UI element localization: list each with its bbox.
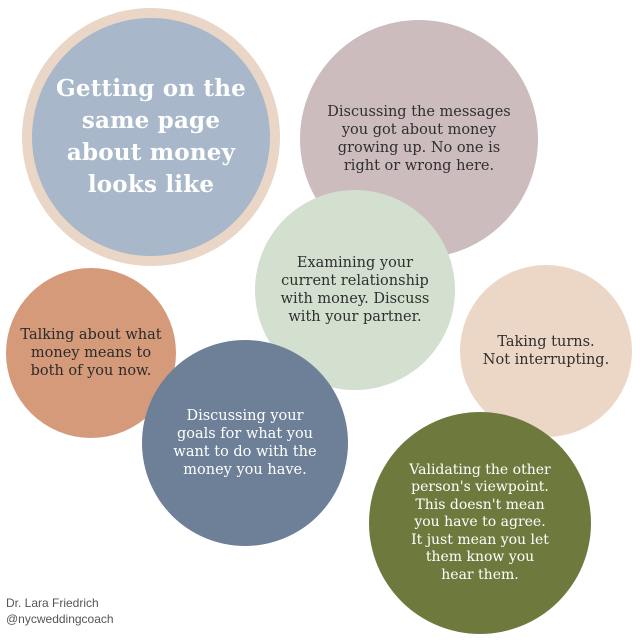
messages-text: Discussing the messages you got about mo… — [327, 103, 511, 175]
examining-text: Examining your current relationship with… — [280, 254, 430, 326]
title-circle: Getting on the same page about money loo… — [22, 8, 280, 266]
turns-text: Taking turns. Not interrupting. — [482, 333, 610, 368]
goals-circle: Discussing your goals for what you want … — [142, 340, 348, 546]
credits-author: Dr. Lara Friedrich — [6, 596, 99, 610]
credits-handle: @nycweddingcoach — [6, 611, 114, 626]
turns-circle: Taking turns. Not interrupting. — [460, 265, 632, 437]
goals-text: Discussing your goals for what you want … — [173, 407, 317, 479]
talking-text: Talking about what money means to both o… — [20, 326, 162, 380]
credits: Dr. Lara Friedrich @nycweddingcoach — [6, 596, 114, 627]
validating-text: Validating the other person's viewpoint.… — [409, 461, 551, 583]
validating-circle: Validating the other person's viewpoint.… — [369, 412, 591, 634]
title-text: Getting on the same page about money loo… — [56, 74, 246, 199]
